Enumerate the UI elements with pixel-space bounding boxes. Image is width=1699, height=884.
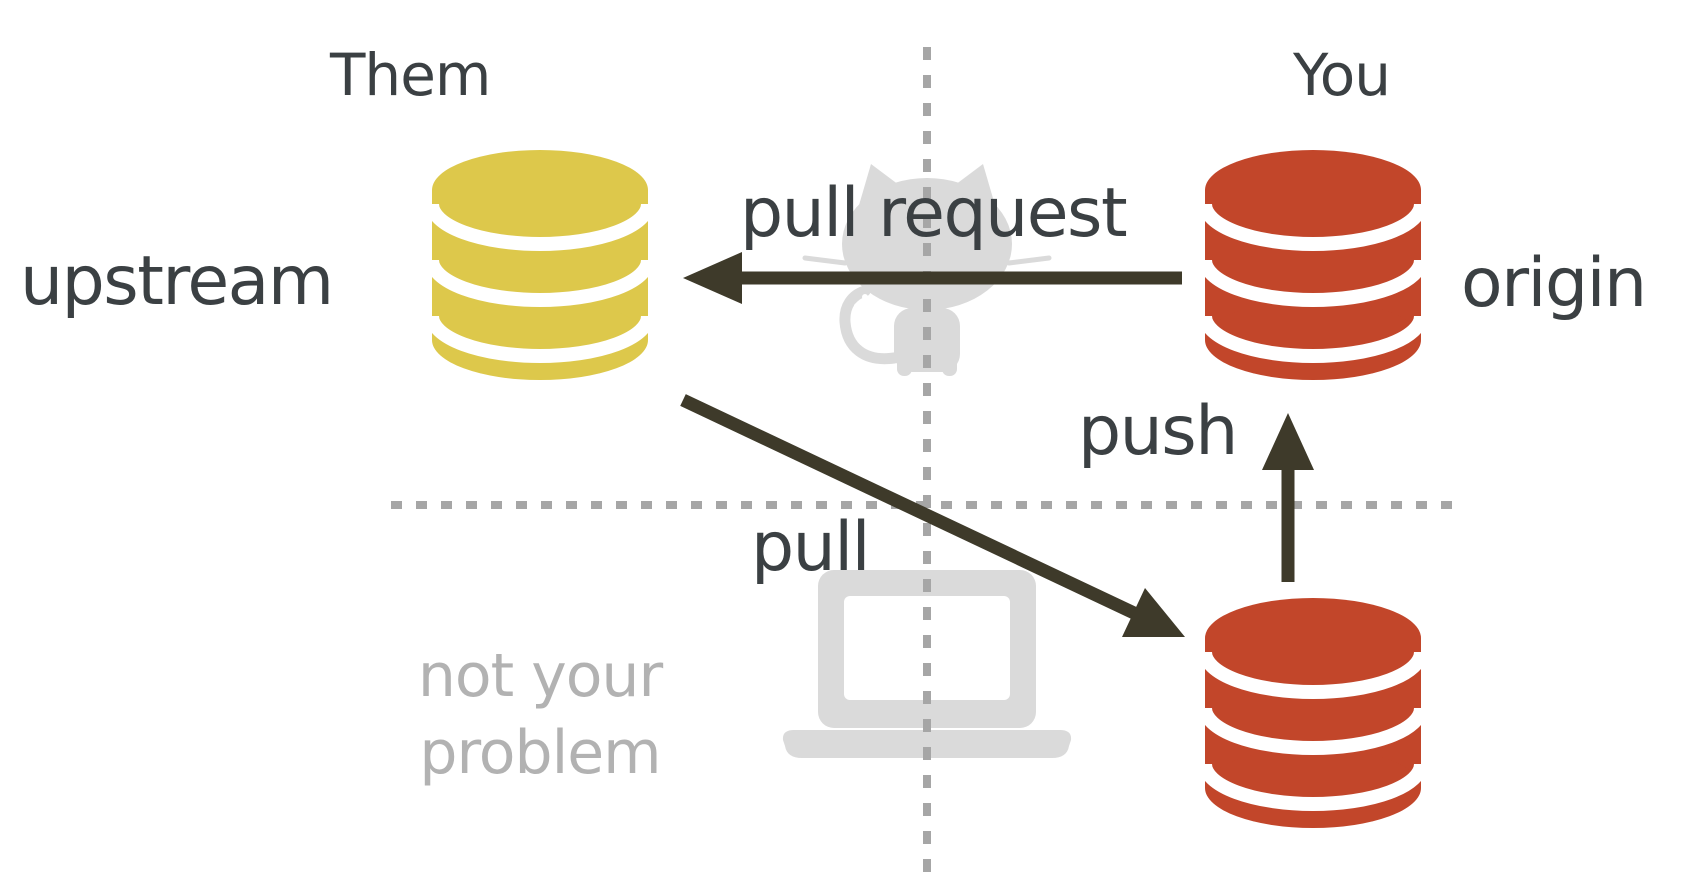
not-your-problem-note: not your problem <box>385 638 695 792</box>
them-quadrant-label: Them <box>330 41 491 109</box>
origin-database-icon <box>1198 150 1428 380</box>
push-arrow <box>1262 413 1314 582</box>
pull-request-arrow-label: pull request <box>740 174 1128 253</box>
local-database-icon <box>1198 598 1428 828</box>
origin-repo-label: origin <box>1461 244 1647 323</box>
push-arrow-label: push <box>1078 392 1238 471</box>
pull-request-arrow <box>683 252 1182 304</box>
you-quadrant-label: You <box>1293 41 1391 109</box>
pull-arrow-label: pull <box>751 508 871 587</box>
pull-arrow <box>680 394 1185 637</box>
upstream-repo-label: upstream <box>20 242 334 321</box>
upstream-database-icon <box>425 150 655 380</box>
laptop-watermark-icon <box>782 570 1072 758</box>
note-line-2: problem <box>419 717 661 788</box>
note-line-1: not your <box>417 641 663 711</box>
